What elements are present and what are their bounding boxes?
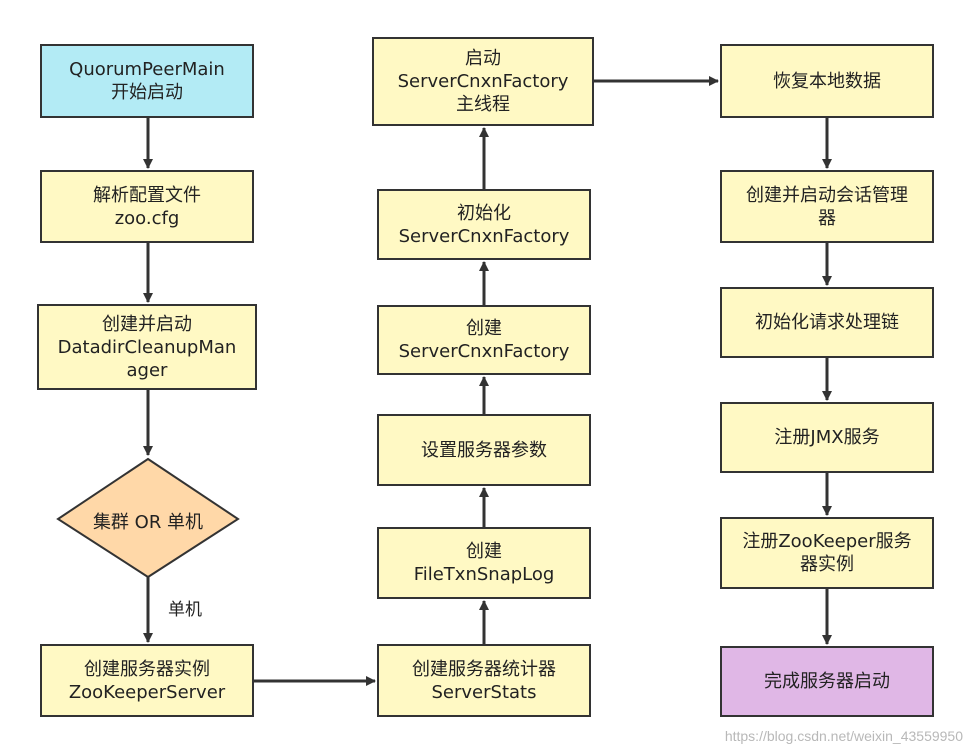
node-create-server-cnxn-factory[interactable]: 创建 ServerCnxnFactory [377, 305, 591, 375]
node-label: 启动 ServerCnxnFactory 主线程 [397, 48, 569, 115]
node-init-server-cnxn-factory[interactable]: 初始化 ServerCnxnFactory [377, 189, 591, 260]
node-label: 创建服务器实例 ZooKeeperServer [68, 658, 226, 703]
node-label: 注册JMX服务 [774, 427, 880, 448]
node-session-tracker[interactable]: 创建并启动会话管理 器 [720, 170, 934, 243]
node-label: 设置服务器参数 [421, 439, 547, 461]
node-label: 创建 ServerCnxnFactory [398, 318, 570, 362]
node-zookeeper-server[interactable]: 创建服务器实例 ZooKeeperServer [40, 644, 254, 717]
node-label: 注册ZooKeeper服务 器实例 [742, 531, 912, 575]
node-set-server-params[interactable]: 设置服务器参数 [377, 414, 591, 486]
node-label: 初始化 ServerCnxnFactory [398, 202, 570, 247]
node-label: 创建并启动会话管理 器 [746, 184, 908, 229]
node-label: 初始化请求处理链 [755, 312, 899, 333]
node-start-server-cnxn-factory[interactable]: 启动 ServerCnxnFactory 主线程 [372, 37, 594, 126]
node-label: 创建服务器统计器 ServerStats [412, 658, 556, 703]
node-label: QuorumPeerMain 开始启动 [69, 59, 225, 103]
node-quorum-peer-main[interactable]: QuorumPeerMain 开始启动 [40, 44, 254, 118]
node-register-zookeeper-instance[interactable]: 注册ZooKeeper服务 器实例 [720, 517, 934, 589]
node-label: 完成服务器启动 [764, 671, 890, 692]
node-server-stats[interactable]: 创建服务器统计器 ServerStats [377, 644, 591, 717]
node-server-started[interactable]: 完成服务器启动 [720, 646, 934, 717]
node-label: 解析配置文件 zoo.cfg [93, 184, 201, 229]
node-label: 恢复本地数据 [773, 70, 881, 92]
node-file-txn-snap-log[interactable]: 创建 FileTxnSnapLog [377, 527, 591, 599]
node-restore-local-data[interactable]: 恢复本地数据 [720, 44, 934, 118]
node-datadir-cleanup-manager[interactable]: 创建并启动 DatadirCleanupMan ager [37, 304, 257, 390]
node-request-processor-chain[interactable]: 初始化请求处理链 [720, 287, 934, 358]
node-parse-config[interactable]: 解析配置文件 zoo.cfg [40, 170, 254, 243]
node-label: 创建 FileTxnSnapLog [413, 541, 555, 585]
watermark-url: https://blog.csdn.net/weixin_43559950 [724, 728, 963, 744]
node-register-jmx[interactable]: 注册JMX服务 [720, 402, 934, 473]
decision-diamond[interactable] [56, 457, 240, 579]
node-label: 创建并启动 DatadirCleanupMan ager [57, 313, 237, 381]
edge-label-standalone: 单机 [168, 600, 202, 620]
